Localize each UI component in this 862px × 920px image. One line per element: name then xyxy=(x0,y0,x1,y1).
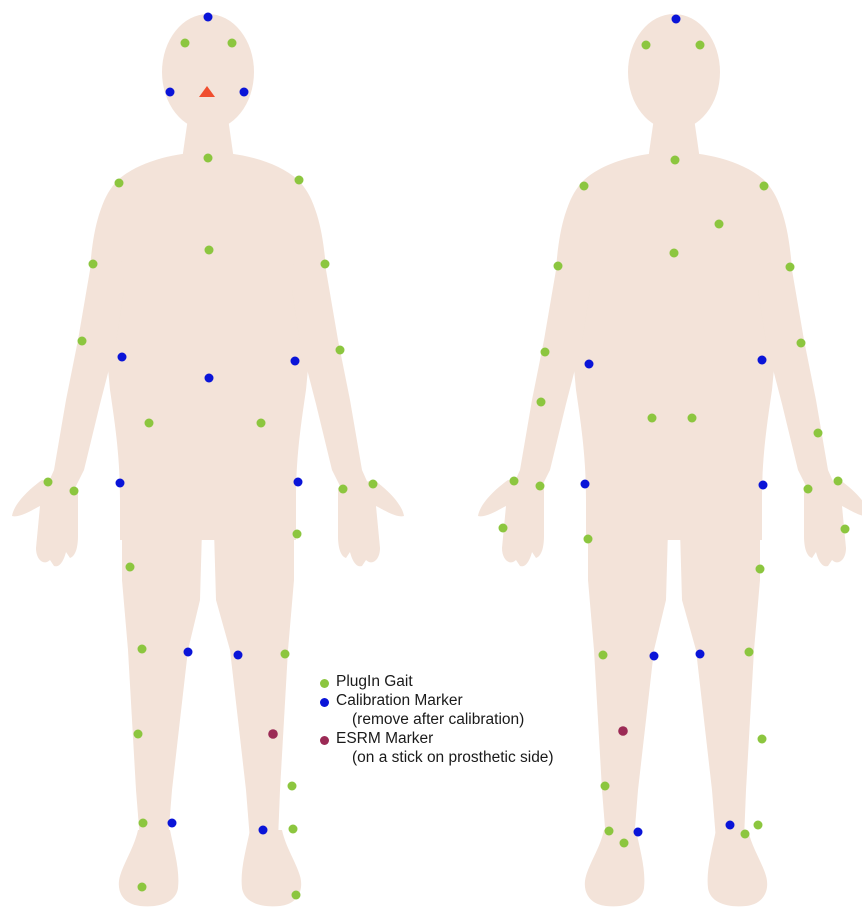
front-plugin-gait-marker xyxy=(145,419,154,428)
front-plugin-gait-marker xyxy=(138,645,147,654)
back-plugin-gait-marker xyxy=(584,535,593,544)
front-plugin-gait-marker xyxy=(44,478,53,487)
back-plugin-gait-marker xyxy=(510,477,519,486)
legend-note-esrm: (on a stick on prosthetic side) xyxy=(352,750,554,766)
front-plugin-gait-marker xyxy=(134,730,143,739)
back-plugin-gait-marker xyxy=(648,414,657,423)
back-plugin-gait-marker xyxy=(760,182,769,191)
front-plugin-gait-marker xyxy=(138,883,147,892)
front-body-silhouette xyxy=(12,14,404,906)
back-plugin-gait-marker xyxy=(580,182,589,191)
back-plugin-gait-marker xyxy=(620,839,629,848)
back-plugin-gait-marker xyxy=(754,821,763,830)
front-plugin-gait-marker xyxy=(126,563,135,572)
back-calibration-marker xyxy=(650,652,659,661)
back-calibration-marker xyxy=(581,480,590,489)
esrm-dot-icon xyxy=(320,736,329,745)
front-plugin-gait-marker xyxy=(321,260,330,269)
back-plugin-gait-marker xyxy=(715,220,724,229)
back-plugin-gait-marker xyxy=(642,41,651,50)
legend-note-calibration: (remove after calibration) xyxy=(352,712,524,728)
back-plugin-gait-marker xyxy=(605,827,614,836)
back-plugin-gait-marker xyxy=(814,429,823,438)
back-plugin-gait-marker xyxy=(537,398,546,407)
back-plugin-gait-marker xyxy=(671,156,680,165)
back-plugin-gait-marker xyxy=(696,41,705,50)
back-calibration-marker xyxy=(758,356,767,365)
back-plugin-gait-marker xyxy=(756,565,765,574)
back-esrm-marker xyxy=(618,726,628,736)
back-body-silhouette xyxy=(478,14,862,906)
front-plugin-gait-marker xyxy=(115,179,124,188)
back-calibration-marker xyxy=(585,360,594,369)
front-plugin-gait-marker xyxy=(70,487,79,496)
front-esrm-marker xyxy=(268,729,278,739)
front-plugin-gait-marker xyxy=(204,154,213,163)
legend-label-plugin-gait: PlugIn Gait xyxy=(336,674,413,690)
legend-label-esrm: ESRM Marker xyxy=(336,731,433,747)
front-calibration-marker xyxy=(240,88,249,97)
back-plugin-gait-marker xyxy=(841,525,850,534)
back-calibration-marker xyxy=(759,481,768,490)
front-plugin-gait-marker xyxy=(139,819,148,828)
back-plugin-gait-marker xyxy=(554,262,563,271)
front-plugin-gait-marker xyxy=(257,419,266,428)
back-plugin-gait-marker xyxy=(741,830,750,839)
front-plugin-gait-marker xyxy=(289,825,298,834)
back-plugin-gait-marker xyxy=(541,348,550,357)
front-calibration-marker xyxy=(118,353,127,362)
front-plugin-gait-marker xyxy=(336,346,345,355)
front-plugin-gait-marker xyxy=(295,176,304,185)
front-plugin-gait-marker xyxy=(288,782,297,791)
back-plugin-gait-marker xyxy=(536,482,545,491)
back-plugin-gait-marker xyxy=(758,735,767,744)
back-plugin-gait-marker xyxy=(745,648,754,657)
front-plugin-gait-marker xyxy=(89,260,98,269)
front-plugin-gait-marker xyxy=(78,337,87,346)
back-plugin-gait-marker xyxy=(786,263,795,272)
back-calibration-marker xyxy=(672,15,681,24)
front-calibration-marker xyxy=(259,826,268,835)
back-plugin-gait-marker xyxy=(797,339,806,348)
front-calibration-marker xyxy=(234,651,243,660)
front-plugin-gait-marker xyxy=(281,650,290,659)
legend-label-calibration: Calibration Marker xyxy=(336,693,463,709)
front-plugin-gait-marker xyxy=(181,39,190,48)
back-plugin-gait-marker xyxy=(834,477,843,486)
back-calibration-marker xyxy=(634,828,643,837)
front-calibration-marker xyxy=(291,357,300,366)
front-plugin-gait-marker xyxy=(339,485,348,494)
plugin-gait-dot-icon xyxy=(320,679,329,688)
front-calibration-marker xyxy=(204,13,213,22)
back-calibration-marker xyxy=(726,821,735,830)
front-plugin-gait-marker xyxy=(228,39,237,48)
front-plugin-gait-marker xyxy=(293,530,302,539)
front-plugin-gait-marker xyxy=(292,891,301,900)
back-plugin-gait-marker xyxy=(601,782,610,791)
back-plugin-gait-marker xyxy=(670,249,679,258)
front-calibration-marker xyxy=(205,374,214,383)
back-plugin-gait-marker xyxy=(499,524,508,533)
front-plugin-gait-marker xyxy=(205,246,214,255)
front-plugin-gait-marker xyxy=(369,480,378,489)
front-calibration-marker xyxy=(166,88,175,97)
front-calibration-marker xyxy=(116,479,125,488)
calibration-dot-icon xyxy=(320,698,329,707)
back-plugin-gait-marker xyxy=(599,651,608,660)
front-calibration-marker xyxy=(294,478,303,487)
back-plugin-gait-marker xyxy=(688,414,697,423)
front-calibration-marker xyxy=(184,648,193,657)
front-calibration-marker xyxy=(168,819,177,828)
back-plugin-gait-marker xyxy=(804,485,813,494)
back-calibration-marker xyxy=(696,650,705,659)
